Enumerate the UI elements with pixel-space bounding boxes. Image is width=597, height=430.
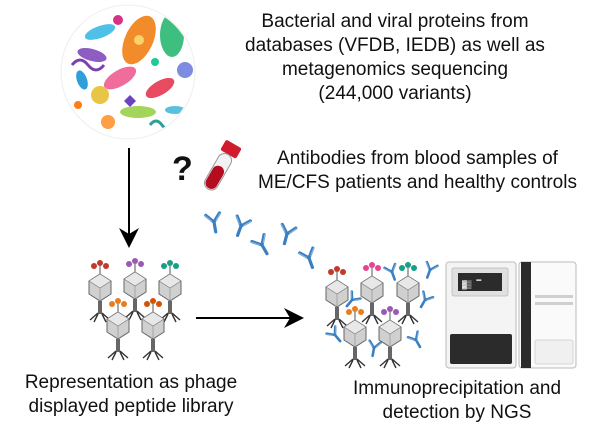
- sources-caption: Bacterial and viral proteins from databa…: [200, 10, 590, 106]
- sources-line-3: metagenomics sequencing: [281, 59, 509, 80]
- ngs-sequencer-icon: ▓▒ ▔: [445, 261, 577, 369]
- antibodies-line-2: ME/CFS patients and healthy controls: [258, 172, 577, 193]
- blood-tube-icon: [204, 140, 242, 191]
- ip-caption: Immunoprecipitation and detection by NGS: [322, 377, 592, 425]
- antibodies-line-1: Antibodies from blood samples of: [277, 148, 558, 169]
- svg-text:▓▒ ▔: ▓▒ ▔: [462, 279, 481, 290]
- ip-line-2: detection by NGS: [382, 402, 532, 423]
- microbe-collage-icon: [60, 4, 196, 140]
- library-caption: Representation as phage displayed peptid…: [0, 371, 262, 419]
- phage-antibody-complex-icon: [324, 260, 440, 369]
- sources-line-4: (244,000 variants): [318, 83, 472, 104]
- antibody-icons: [203, 211, 322, 272]
- sources-line-2: databases (VFDB, IEDB) as well as: [245, 35, 545, 56]
- library-line-2: displayed peptide library: [28, 396, 234, 417]
- library-line-1: Representation as phage: [24, 372, 238, 393]
- question-mark: ?: [172, 150, 193, 188]
- ip-line-1: Immunoprecipitation and: [352, 378, 562, 399]
- antibodies-caption: Antibodies from blood samples of ME/CFS …: [240, 147, 595, 195]
- phage-library-icon: [88, 258, 182, 361]
- sources-line-1: Bacterial and viral proteins from: [261, 11, 529, 32]
